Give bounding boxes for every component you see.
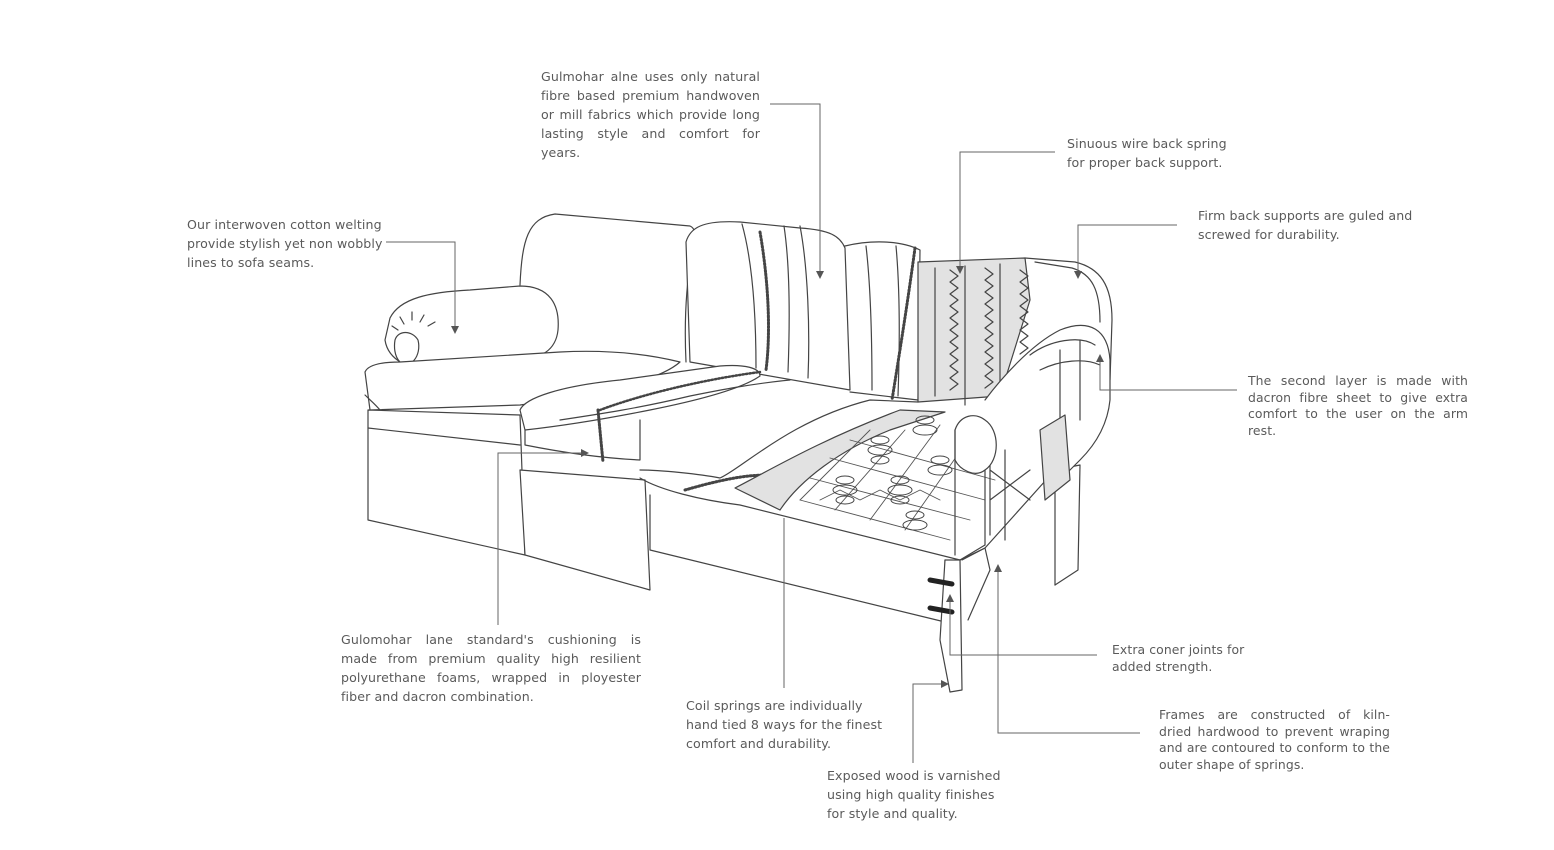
leader-fabrics: [770, 103, 824, 279]
callout-welting: Our interwoven cotton welting provide st…: [187, 217, 383, 270]
leader-second-layer: [1096, 354, 1237, 391]
sofa-illustration: [364, 213, 1113, 693]
callout-coil-springs: Coil springs are individually hand tied …: [686, 698, 883, 751]
leader-back-spring: [956, 151, 1055, 274]
leader-cushioning: [497, 449, 589, 625]
callout-frames: Frames are constructed of kiln- dried ha…: [1159, 707, 1390, 772]
leader-welting: [386, 241, 459, 334]
leader-frames: [994, 564, 1140, 734]
leader-lines: [386, 103, 1237, 763]
leader-corner-joints: [946, 594, 1097, 656]
callout-back-spring: Sinuous wire back spring for proper back…: [1067, 136, 1227, 170]
callout-back-supports: Firm back supports are guled and screwed…: [1198, 208, 1413, 242]
callout-cushioning: Gulomohar lane standard's cushioning is …: [341, 632, 641, 704]
callout-second-layer: The second layer is made with dacron fib…: [1248, 373, 1468, 438]
callout-exposed-wood: Exposed wood is varnished using high qua…: [827, 768, 1001, 821]
callout-fabrics: Gulmohar alne uses only natural fibre ba…: [541, 69, 760, 160]
leader-back-supports: [1074, 224, 1177, 279]
callout-corner-joints: Extra coner joints for added strength.: [1112, 642, 1245, 674]
leader-exposed-wood: [912, 680, 949, 763]
